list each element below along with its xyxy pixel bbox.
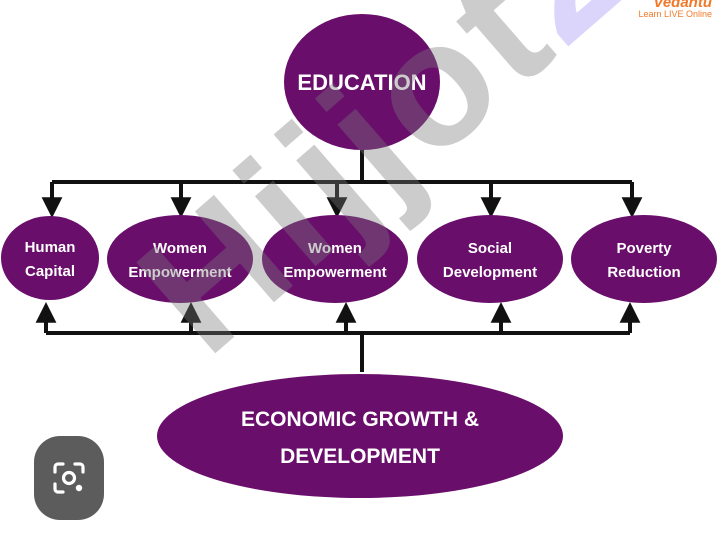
node-poverty-reduction-line1: Poverty — [616, 240, 672, 257]
education-node: EDUCATION — [284, 14, 440, 150]
node-poverty-reduction-line2: Reduction — [607, 264, 680, 281]
node-women-empowerment-2: Women Empowerment — [262, 215, 408, 303]
node-poverty-reduction: Poverty Reduction — [571, 215, 717, 303]
bottom-connector — [35, 301, 641, 372]
node-social-development: Social Development — [417, 215, 563, 303]
brand-logo: Vedantu Learn LIVE Online — [638, 0, 712, 20]
brand-tagline: Learn LIVE Online — [638, 9, 712, 19]
node-women-empowerment-1-line1: Women — [153, 240, 207, 257]
node-human-capital: Human Capital — [1, 216, 99, 300]
node-women-empowerment-1: Women Empowerment — [107, 215, 253, 303]
node-women-empowerment-2-line2: Empowerment — [283, 264, 386, 281]
node-women-empowerment-2-line1: Women — [308, 240, 362, 257]
top-connector — [41, 148, 643, 219]
node-women-empowerment-1-line2: Empowerment — [128, 264, 231, 281]
economic-growth-line2: DEVELOPMENT — [280, 445, 440, 468]
economic-growth-node: ECONOMIC GROWTH & DEVELOPMENT — [157, 374, 563, 498]
node-social-development-line2: Development — [443, 264, 537, 281]
node-human-capital-line1: Human — [25, 239, 76, 256]
education-label: EDUCATION — [297, 70, 426, 95]
node-social-development-line1: Social — [468, 240, 512, 257]
lens-search-icon — [53, 462, 85, 494]
economic-growth-line1: ECONOMIC GROWTH & — [241, 408, 479, 431]
node-human-capital-line2: Capital — [25, 263, 75, 280]
lens-search-button[interactable] — [34, 436, 104, 520]
brand-logo-text: Vedantu — [653, 0, 712, 11]
